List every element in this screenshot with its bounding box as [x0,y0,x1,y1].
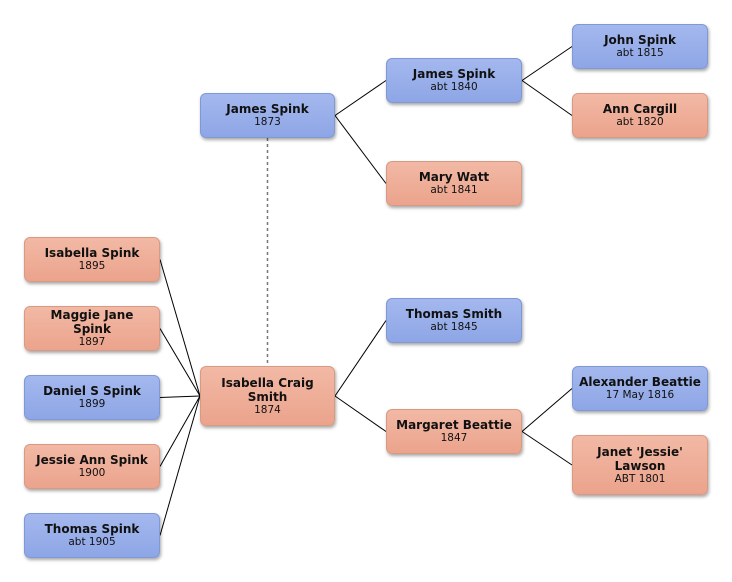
person-name: Alexander Beattie [579,375,701,389]
parent-link-james-spink-1873-mary-watt [334,115,387,184]
parent-link-isabella-craig-smith-thomas-smith [334,320,387,397]
person-date: 1895 [78,260,106,272]
child-link-isabella-craig-smith-isabella-spink [159,259,201,397]
parent-link-james-spink-1873-james-spink-1840 [334,80,387,116]
person-name: Thomas Spink [44,522,140,536]
person-date: 17 May 1816 [605,389,675,401]
person-date: abt 1905 [68,536,116,548]
person-name: Daniel S Spink [43,384,141,398]
person-name: Thomas Smith [405,307,503,321]
parent-link-margaret-beattie-alexander-beattie [521,388,573,432]
parent-link-isabella-craig-smith-margaret-beattie [334,395,387,432]
person-name: James Spink [412,67,496,81]
person-date: 1900 [78,467,106,479]
child-link-isabella-craig-smith-maggie-jane-spink [159,328,201,397]
child-link-isabella-craig-smith-daniel-s-spink [159,395,201,398]
person-date: abt 1845 [430,321,478,333]
child-link-isabella-craig-smith-thomas-spink [159,395,201,536]
person-name: Mary Watt [418,170,490,184]
person-date: 1847 [440,432,468,444]
person-date: 1897 [78,336,106,348]
person-date: abt 1840 [430,81,478,93]
person-date: abt 1841 [430,184,478,196]
person-name: Isabella Spink [44,246,140,260]
person-name: Jessie Ann Spink [36,453,148,467]
parent-link-james-spink-1840-john-spink [521,46,573,81]
person-date: abt 1820 [616,116,664,128]
person-date: 1899 [78,398,106,410]
person-name: Maggie Jane Spink [50,308,134,336]
person-name: Ann Cargill [602,102,678,116]
person-date: 1874 [254,403,281,416]
person-name: John Spink [604,33,676,47]
person-name: Janet 'Jessie' Lawson [597,444,683,473]
person-date: 1873 [254,116,281,128]
person-name: Isabella Craig Smith [221,375,314,404]
child-link-isabella-craig-smith-jessie-ann-spink [159,395,201,467]
person-date: abt 1815 [616,47,664,59]
person-name: Margaret Beattie [396,418,512,432]
person-date: ABT 1801 [614,472,666,485]
parent-link-james-spink-1840-ann-cargill [521,80,573,116]
parent-link-margaret-beattie-janet-lawson [521,431,573,466]
person-name: James Spink [226,102,309,116]
